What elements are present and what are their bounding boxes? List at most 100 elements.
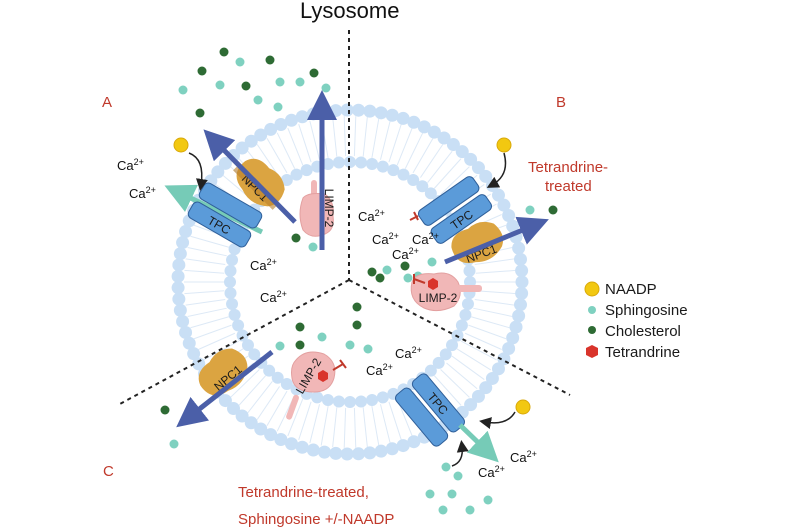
lipid-head bbox=[224, 264, 237, 277]
lipid-head bbox=[284, 437, 298, 451]
svg-text:Ca2+: Ca2+ bbox=[250, 257, 277, 273]
lipid-head bbox=[300, 164, 313, 177]
lipid-head bbox=[509, 320, 523, 334]
legend-label-tetrandrine: Tetrandrine bbox=[605, 344, 680, 361]
lipid-tail bbox=[440, 166, 470, 195]
lipid-head bbox=[340, 103, 354, 117]
lipid-head bbox=[173, 247, 187, 261]
lipid-tail bbox=[371, 118, 380, 159]
panel-dividers bbox=[117, 30, 571, 406]
lipid-head bbox=[228, 243, 241, 256]
lipid-head bbox=[355, 395, 368, 408]
lipid-tail bbox=[256, 386, 280, 420]
panel-label-c: C bbox=[103, 463, 114, 480]
lipid-head bbox=[464, 152, 478, 166]
lipid-tail bbox=[464, 332, 502, 350]
sphingosine-dot bbox=[253, 95, 263, 105]
lipid-tail bbox=[396, 127, 413, 166]
naadp-molecule-a bbox=[173, 137, 189, 153]
sphingosine-dot bbox=[403, 273, 413, 283]
lipid-head bbox=[355, 156, 368, 169]
svg-text:Ca2+: Ca2+ bbox=[478, 464, 505, 480]
svg-text:Ca2+: Ca2+ bbox=[412, 231, 439, 247]
lipid-head bbox=[254, 422, 268, 436]
sphingosine-dot bbox=[465, 505, 475, 515]
lipid-head bbox=[241, 339, 254, 352]
lipid-head bbox=[446, 339, 459, 352]
sphingosine-dot bbox=[295, 77, 305, 87]
lipid-tail bbox=[468, 324, 507, 340]
svg-text:Ca2+: Ca2+ bbox=[372, 231, 399, 247]
lipid-tail bbox=[185, 258, 226, 265]
lipid-tail bbox=[343, 407, 347, 448]
lipid-tail bbox=[461, 340, 497, 361]
lipid-tail bbox=[287, 398, 304, 437]
cholesterol-dot bbox=[265, 55, 275, 65]
lipid-tail bbox=[193, 324, 232, 340]
lipid-head bbox=[352, 103, 366, 117]
lipid-tail bbox=[298, 123, 312, 163]
lipid-tail bbox=[266, 137, 288, 174]
lipid-head bbox=[332, 395, 345, 408]
molecule-dots bbox=[160, 47, 558, 515]
limp2-inhibition-mark-b bbox=[413, 274, 426, 284]
lipid-tail bbox=[320, 405, 329, 446]
lipid-head bbox=[311, 391, 324, 404]
lipid-head bbox=[344, 396, 356, 408]
lipid-head bbox=[491, 362, 505, 376]
lipid-tail bbox=[474, 258, 515, 265]
calcium-labels-c: Ca2+ Ca2+ Ca2+ Ca2+ bbox=[366, 345, 537, 480]
lipid-head bbox=[366, 158, 379, 171]
svg-text:Ca2+: Ca2+ bbox=[129, 185, 156, 201]
lipid-tail bbox=[343, 116, 347, 157]
lipid-head bbox=[363, 104, 377, 118]
lipid-tail bbox=[332, 407, 338, 448]
lipid-head bbox=[432, 356, 445, 369]
panel-label-a: A bbox=[102, 94, 112, 111]
cholesterol-dot bbox=[160, 405, 170, 415]
lipid-head bbox=[172, 258, 186, 272]
sphingosine-dot bbox=[273, 102, 283, 112]
sphingosine-dot bbox=[235, 57, 245, 67]
lipid-tail bbox=[427, 150, 453, 184]
lipid-head bbox=[295, 110, 309, 124]
lipid-head bbox=[271, 371, 284, 384]
limp2-protein-a: LIMP-2 bbox=[299, 180, 336, 237]
calcium-labels-b: Ca2+ Ca2+ Ca2+ Ca2+ bbox=[358, 208, 439, 262]
lipid-head bbox=[176, 236, 190, 250]
lipid-head bbox=[376, 391, 389, 404]
lipid-head bbox=[179, 225, 193, 239]
lipid-head bbox=[363, 446, 377, 460]
lipid-head bbox=[171, 269, 185, 283]
lipid-tail bbox=[388, 123, 402, 163]
lipid-tail bbox=[362, 116, 368, 157]
lipid-tail bbox=[198, 332, 236, 350]
sphingosine-dot bbox=[275, 77, 285, 87]
lipid-head bbox=[254, 128, 268, 142]
legend-label-naadp: NAADP bbox=[605, 281, 657, 298]
lysosome-membrane bbox=[171, 103, 529, 461]
cholesterol-dot bbox=[295, 322, 305, 332]
lipid-tail bbox=[332, 116, 338, 157]
limp2-label-b: LIMP-2 bbox=[419, 291, 458, 305]
cholesterol-dot bbox=[375, 273, 385, 283]
lipid-head bbox=[329, 104, 343, 118]
lipid-head bbox=[227, 402, 241, 416]
lipid-tail bbox=[187, 246, 227, 257]
lipid-head bbox=[513, 252, 527, 266]
lipid-head bbox=[226, 298, 239, 311]
sphingosine-dot bbox=[169, 439, 179, 449]
tetrandrine-legend-icon bbox=[586, 345, 598, 358]
lipid-head bbox=[374, 444, 388, 458]
lipid-head bbox=[424, 187, 437, 200]
lipid-tail bbox=[379, 404, 391, 444]
lipid-head bbox=[235, 141, 249, 155]
cholesterol-dot bbox=[367, 267, 377, 277]
lipid-head bbox=[340, 447, 354, 461]
lipid-head bbox=[171, 281, 185, 295]
lipid-head bbox=[321, 158, 334, 171]
cholesterol-dot bbox=[309, 68, 319, 78]
divider-left bbox=[117, 279, 350, 406]
lipid-tail bbox=[388, 401, 402, 441]
sphingosine-legend-icon bbox=[588, 306, 596, 314]
